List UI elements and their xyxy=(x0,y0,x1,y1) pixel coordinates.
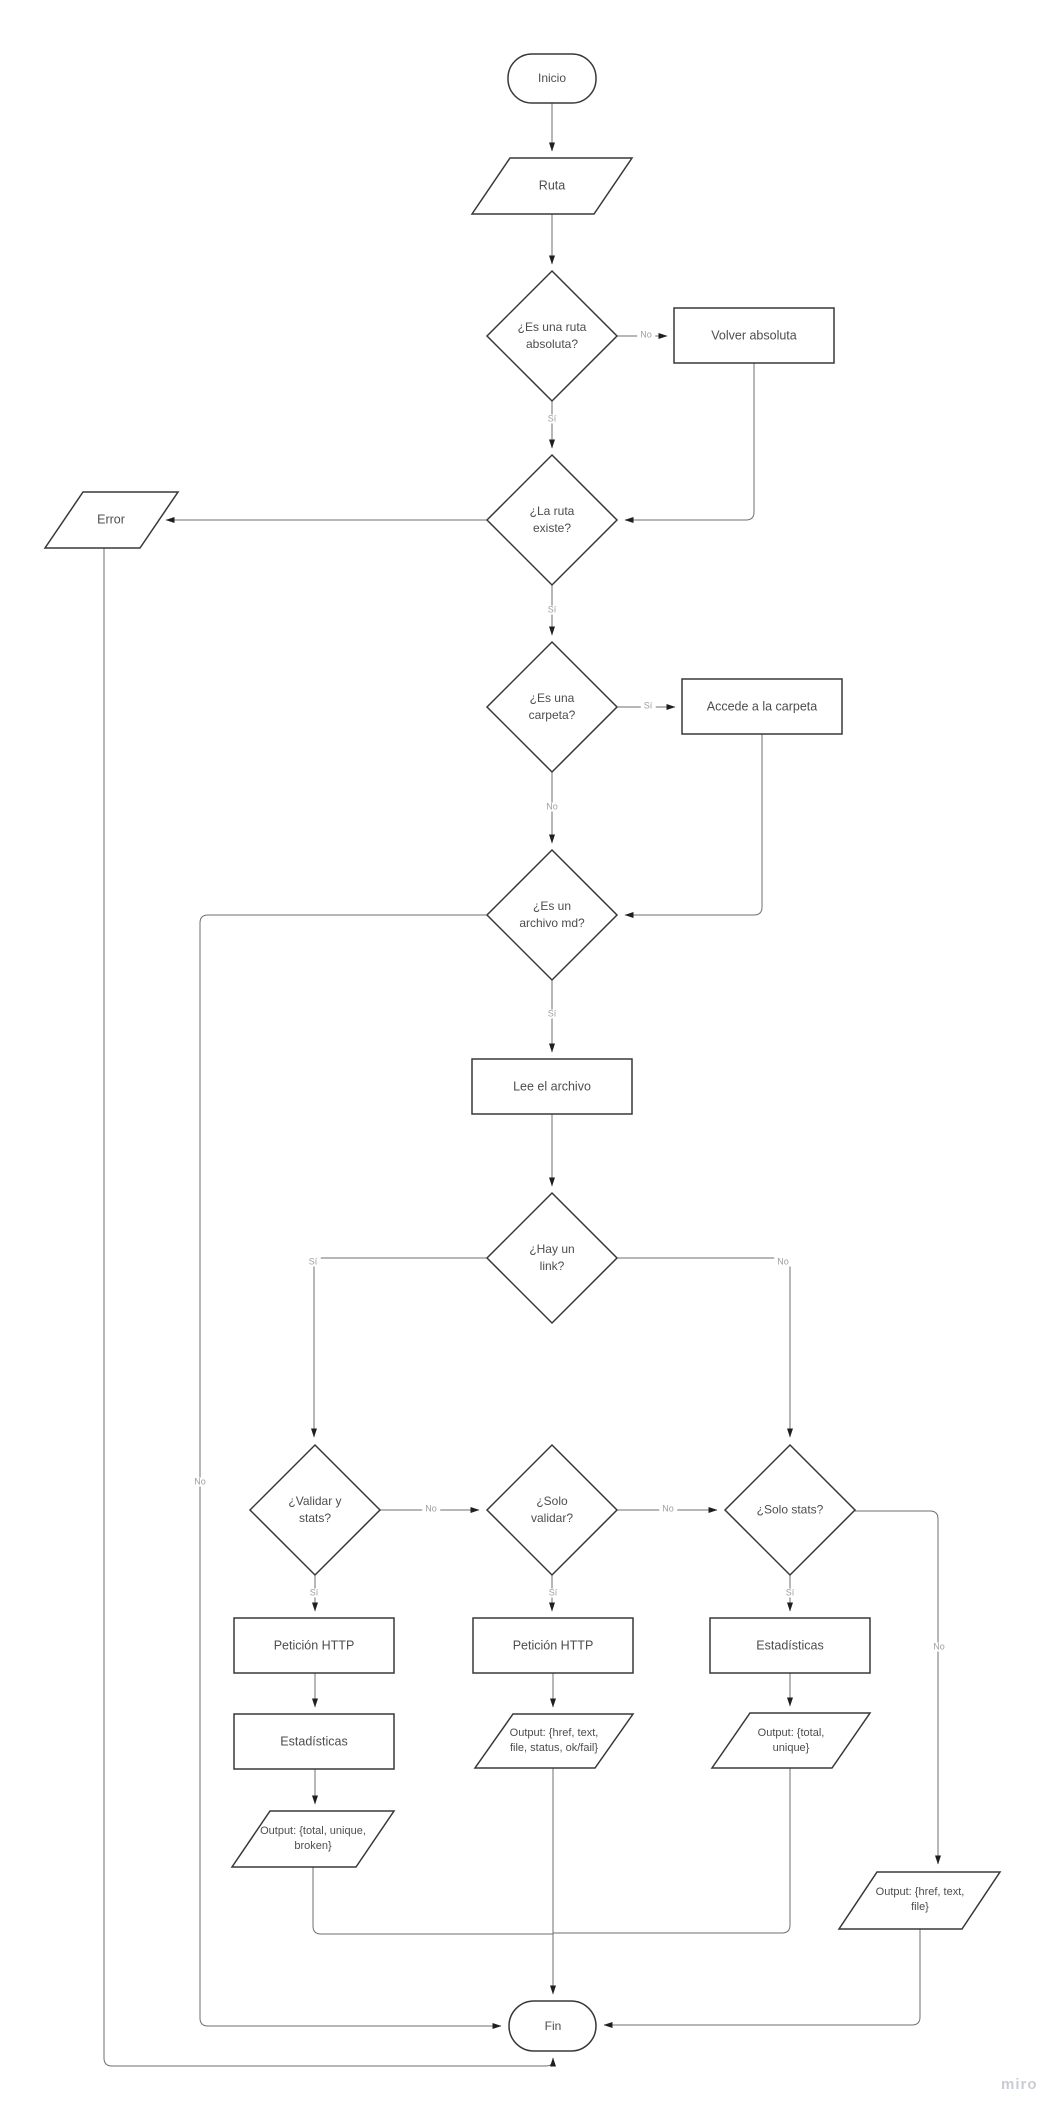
node-output-left-shape[interactable] xyxy=(230,1810,396,1868)
edge-label-d4-si: Sí xyxy=(544,1009,560,1019)
node-accede-carpeta-label: Accede a la carpeta xyxy=(706,699,818,714)
node-es-una-carpeta-label: ¿Es una carpeta? xyxy=(528,691,576,722)
edge-volver-d2[interactable] xyxy=(624,363,755,523)
edge-label-d6-si: Sí xyxy=(306,1588,322,1598)
node-solo-stats-label: ¿Solo stats? xyxy=(756,1502,824,1517)
node-ruta-shape[interactable] xyxy=(470,157,634,215)
edge-label-d8-si: Sí xyxy=(782,1588,798,1598)
node-validar-y-stats-label: ¿Validar y stats? xyxy=(288,1494,342,1525)
node-volver-absoluta-shape[interactable] xyxy=(673,307,835,364)
edge-outr-junction[interactable] xyxy=(553,1768,791,1934)
node-hay-un-link-label: ¿Hay un link? xyxy=(529,1242,575,1273)
node-error-shape[interactable] xyxy=(43,491,180,549)
node-validar-y-stats-shape[interactable] xyxy=(248,1443,382,1577)
edge-label-d5-si: Sí xyxy=(305,1257,321,1267)
node-solo-stats-shape[interactable] xyxy=(723,1443,857,1577)
edge-accede-d4[interactable] xyxy=(624,734,763,918)
edge-label-d3-si: Sí xyxy=(640,701,656,711)
node-output-right-label: Output: {total, unique} xyxy=(757,1727,825,1754)
edge-label-d6-no: No xyxy=(422,1504,440,1514)
edge-error-fin[interactable] xyxy=(103,548,556,2067)
node-volver-absoluta-label: Volver absoluta xyxy=(711,328,797,343)
node-output-far-right-label: Output: {href, text, file} xyxy=(875,1886,965,1913)
edge-label-d7-no: No xyxy=(659,1504,677,1514)
node-estadisticas-right-label: Estadísticas xyxy=(756,1638,824,1653)
node-output-mid-shape[interactable] xyxy=(473,1713,635,1769)
edge-d5-no-d8[interactable] xyxy=(617,1257,793,1438)
node-peticion-http-mid-label: Petición HTTP xyxy=(512,1638,594,1653)
edge-label-d1-no: No xyxy=(637,330,655,340)
node-output-left-label: Output: {total, unique, broken} xyxy=(260,1825,366,1852)
node-error-label: Error xyxy=(97,512,125,527)
edge-label-d7-si: Sí xyxy=(545,1588,561,1598)
node-peticion-http-left-label: Petición HTTP xyxy=(273,1638,355,1653)
edge-d5-si-d6[interactable] xyxy=(311,1257,487,1438)
node-lee-archivo-shape[interactable] xyxy=(471,1058,633,1115)
node-es-ruta-absoluta-shape[interactable] xyxy=(485,269,619,403)
node-output-right-shape[interactable] xyxy=(710,1712,872,1769)
node-es-una-carpeta-shape[interactable] xyxy=(485,640,619,774)
edge-d8-no-outputfr[interactable] xyxy=(855,1510,941,1865)
node-output-far-right-shape[interactable] xyxy=(837,1871,1002,1930)
node-inicio-shape[interactable] xyxy=(507,53,597,104)
node-estadisticas-right-shape[interactable] xyxy=(709,1617,871,1674)
edge-label-d1-si: Sí xyxy=(544,414,560,424)
node-es-ruta-absoluta-label: ¿Es una ruta absoluta? xyxy=(517,320,587,351)
node-la-ruta-existe-shape[interactable] xyxy=(485,453,619,587)
node-peticion-http-left-shape[interactable] xyxy=(233,1617,395,1674)
node-solo-validar-shape[interactable] xyxy=(485,1443,619,1577)
node-solo-validar-label: ¿Solo validar? xyxy=(530,1494,574,1525)
node-fin-shape[interactable] xyxy=(508,2000,597,2052)
node-inicio-label: Inicio xyxy=(537,70,567,85)
miro-watermark: miro xyxy=(1001,2076,1038,2093)
node-hay-un-link-shape[interactable] xyxy=(485,1191,619,1325)
node-peticion-http-mid-shape[interactable] xyxy=(472,1617,634,1674)
edge-label-d3-no: No xyxy=(543,802,561,812)
node-accede-carpeta-shape[interactable] xyxy=(681,678,843,735)
node-fin-label: Fin xyxy=(544,2018,562,2033)
node-lee-archivo-label: Lee el archivo xyxy=(513,1079,591,1094)
node-es-archivo-md-shape[interactable] xyxy=(485,848,619,982)
node-ruta-label: Ruta xyxy=(538,178,566,193)
edge-label-d2-si: Sí xyxy=(544,605,560,615)
edge-outl-junction[interactable] xyxy=(312,1867,553,1935)
edge-d4-no-fin[interactable] xyxy=(199,914,502,2029)
edge-label-d8-no: No xyxy=(930,1642,948,1652)
node-estadisticas-left-label: Estadísticas xyxy=(280,1734,348,1749)
edge-label-d4-no: No xyxy=(191,1477,209,1487)
node-output-mid-label: Output: {href, text, file, status, ok/fa… xyxy=(509,1727,599,1754)
node-estadisticas-left-shape[interactable] xyxy=(233,1713,395,1770)
edge-label-d5-no: No xyxy=(774,1257,792,1267)
node-la-ruta-existe-label: ¿La ruta existe? xyxy=(529,504,575,535)
edge-outfr-fin[interactable] xyxy=(603,1929,921,2028)
node-es-archivo-md-label: ¿Es un archivo md? xyxy=(519,899,585,930)
